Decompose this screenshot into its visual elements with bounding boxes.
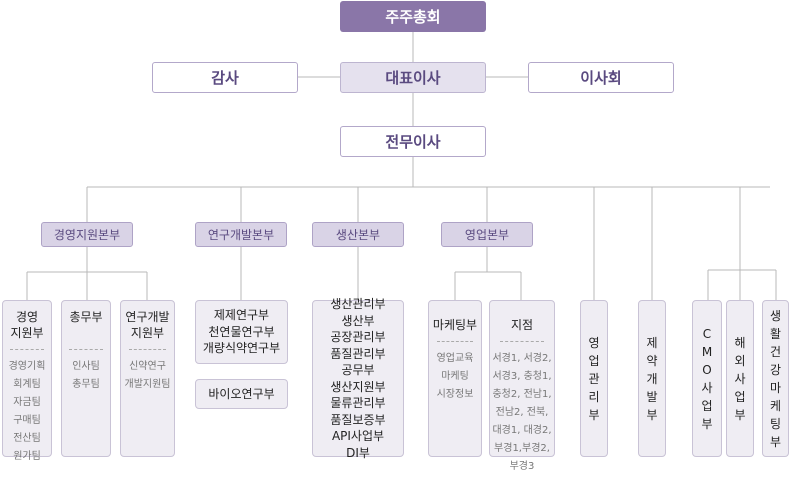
division-rnd-label: 연구개발본부 <box>207 228 275 242</box>
production-item: 생산관리부 <box>330 297 386 311</box>
unit-sales-management: 영업관리부 <box>580 300 608 457</box>
unit-title: 지점 <box>510 318 534 332</box>
team-item: 경영기획 <box>8 361 46 372</box>
unit-rnd-support: 연구개발 지원부 신약연구 개발지원팀 <box>120 300 175 457</box>
unit-marketing: 마케팅부 영업교육 마케팅 시장정보 <box>428 300 482 457</box>
divider <box>10 349 44 350</box>
branch-line: 서경3, 충청1, <box>492 371 552 382</box>
board-box: 이사회 <box>528 62 674 93</box>
unit-health-marketing: 생활건강마케팅부 <box>762 300 789 457</box>
executive-label: 전무이사 <box>385 133 441 151</box>
ceo-label: 대표이사 <box>385 69 441 87</box>
unit-research: 제제연구부 천연물연구부 개량식약연구부 <box>195 300 288 364</box>
research-line: 제제연구부 <box>213 308 270 323</box>
divider <box>436 341 474 342</box>
team-item: 구매팀 <box>13 415 41 426</box>
branch-line: 전남2, 전북, <box>495 407 549 418</box>
team-item: 신약연구 <box>129 361 166 372</box>
unit-title: 경영 지원부 <box>10 310 44 340</box>
bio-label: 바이오연구부 <box>208 386 275 401</box>
division-management: 경영지원본부 <box>41 222 133 247</box>
research-line: 천연물연구부 <box>208 324 275 339</box>
production-item: 생산부 <box>341 313 375 328</box>
unit-title: 연구개발 지원부 <box>125 310 170 340</box>
production-item: API사업부 <box>331 429 385 443</box>
production-item: 공무부 <box>341 363 375 377</box>
team-item: 마케팅 <box>441 371 469 382</box>
production-item: 생산지원부 <box>330 379 386 394</box>
branch-line: 서경1, 서경2, <box>492 353 552 364</box>
production-item: 물류관리부 <box>330 396 386 410</box>
audit-label: 감사 <box>211 69 239 87</box>
unit-title: 영업관리부 <box>588 335 600 422</box>
unit-branch: 지점 서경1, 서경2, 서경3, 충청1, 충청2, 전남1, 전남2, 전북… <box>489 300 555 472</box>
unit-production-list: 생산관리부 생산부 공장관리부 품질관리부 공무부 생산지원부 물류관리부 품질… <box>312 297 404 460</box>
board-label: 이사회 <box>580 69 622 87</box>
research-line: 개량식약연구부 <box>202 341 281 356</box>
divider <box>128 349 167 350</box>
divider <box>69 349 103 350</box>
division-sales: 영업본부 <box>441 222 533 247</box>
ceo-box: 대표이사 <box>340 62 486 93</box>
production-item: DI부 <box>346 445 370 460</box>
team-item: 인사팀 <box>72 361 100 372</box>
unit-title: 생활건강마케팅부 <box>769 308 782 449</box>
unit-title: CMO사업부 <box>701 326 713 431</box>
team-item: 전산팀 <box>13 433 41 444</box>
production-item: 공장관리부 <box>330 330 386 344</box>
production-item: 품질보증부 <box>330 412 386 427</box>
unit-pharma-development: 제약개발부 <box>638 300 666 457</box>
unit-bio-research: 바이오연구부 <box>195 379 288 409</box>
production-item: 품질관리부 <box>330 346 386 361</box>
division-rnd: 연구개발본부 <box>195 222 287 247</box>
shareholders-label: 주주총회 <box>385 8 441 26</box>
unit-title: 총무부 <box>69 310 103 324</box>
division-management-label: 경영지원본부 <box>53 228 121 242</box>
audit-box: 감사 <box>152 62 298 93</box>
division-production: 생산본부 <box>312 222 404 247</box>
unit-management-support: 경영 지원부 경영기획 회계팀 자금팀 구매팀 전산팀 원가팀 <box>2 300 52 462</box>
division-production-label: 생산본부 <box>335 228 381 242</box>
branch-line: 부경3 <box>509 461 535 472</box>
unit-general-affairs: 총무부 인사팀 총무팀 <box>61 300 111 457</box>
branch-line: 대경1, 대경2, <box>492 425 552 436</box>
shareholders-box: 주주총회 <box>340 1 486 32</box>
executive-box: 전무이사 <box>340 126 486 157</box>
team-item: 총무팀 <box>72 379 100 390</box>
team-item: 원가팀 <box>13 451 41 462</box>
branch-line: 충청2, 전남1, <box>492 389 552 400</box>
team-item: 회계팀 <box>13 379 41 390</box>
team-item: 영업교육 <box>436 353 474 364</box>
divider <box>499 341 545 342</box>
unit-overseas: 해외사업부 <box>726 300 754 457</box>
unit-cmo: CMO사업부 <box>692 300 722 457</box>
team-item: 개발지원팀 <box>124 379 171 390</box>
unit-title: 마케팅부 <box>432 318 478 332</box>
branch-line: 부경1,부경2, <box>494 443 550 454</box>
division-sales-label: 영업본부 <box>464 228 510 242</box>
unit-title: 제약개발부 <box>646 335 658 422</box>
team-item: 자금팀 <box>13 397 41 408</box>
team-item: 시장정보 <box>436 389 474 400</box>
unit-title: 해외사업부 <box>734 335 746 422</box>
